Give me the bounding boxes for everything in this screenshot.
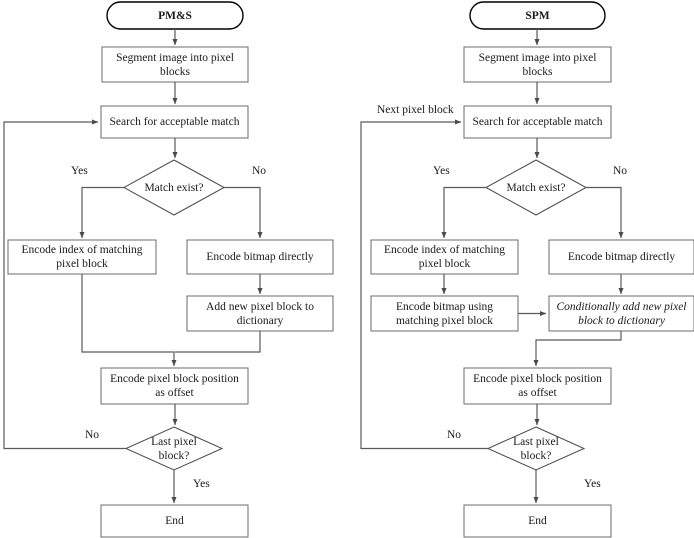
spm-edge-match-yes — [441, 186, 486, 239]
spm-last-shape — [486, 426, 586, 471]
spm-edge-last-no-feedback — [360, 119, 488, 450]
spm-edge-condadd-encpos — [533, 331, 622, 367]
pms-edge-last-no-feedback — [3, 119, 126, 450]
pms-search-shape — [100, 105, 249, 139]
pms-encidx-shape — [7, 239, 157, 275]
pms-encpos-shape — [100, 367, 249, 405]
spm-encusing-shape — [370, 295, 519, 332]
spm-condadd-shape — [548, 295, 694, 332]
spm-label-last-yes: Yes — [584, 478, 601, 490]
pms-start-shape — [106, 1, 244, 30]
spm-label-last-no: No — [447, 429, 462, 441]
pms-label-last-yes: Yes — [193, 478, 210, 490]
pms-edge-match-no — [224, 186, 263, 239]
pms-label-match-yes: Yes — [71, 165, 88, 177]
spm-label-next-pixel-block: Next pixel block — [377, 104, 454, 116]
pms-edge-addblk-merge — [175, 331, 261, 353]
spm-label-match-no: No — [613, 165, 628, 177]
pms-encbmp-shape — [186, 239, 334, 275]
spm-start-shape — [469, 1, 606, 30]
spm-label-match-yes: Yes — [433, 165, 450, 177]
spm-encidx-shape — [370, 239, 519, 275]
spm-search-shape — [463, 105, 612, 139]
spm-encbmp-shape — [548, 239, 694, 275]
spm-edge-match-no — [586, 186, 624, 239]
pms-last-shape — [124, 426, 224, 471]
spm-end-shape — [463, 504, 612, 538]
spm-segment-shape — [463, 46, 612, 83]
pms-edge-encidx-merge — [81, 274, 177, 367]
pms-edge-match-yes — [79, 186, 124, 239]
pms-label-last-no: No — [85, 429, 100, 441]
pms-label-match-no: No — [252, 165, 267, 177]
pms-segment-shape — [101, 46, 249, 83]
pms-addblk-shape — [186, 295, 334, 332]
spm-match-shape — [484, 159, 588, 216]
pms-match-shape — [122, 159, 226, 216]
pms-end-shape — [100, 504, 249, 538]
spm-encpos-shape — [463, 367, 612, 405]
